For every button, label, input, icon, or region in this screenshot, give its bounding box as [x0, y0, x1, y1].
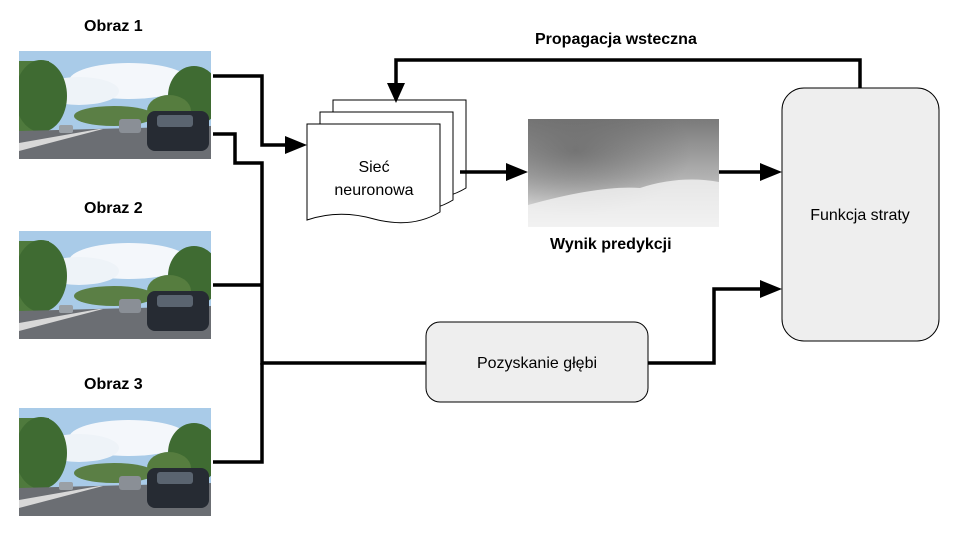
arrowhead-backprop	[387, 83, 405, 103]
connector-image3-depth	[213, 363, 264, 464]
connector-image1-network	[213, 74, 290, 147]
depth-label: Pozyskanie głębi	[477, 355, 597, 372]
arrowhead-prediction-in	[506, 163, 528, 181]
input-image-2	[19, 231, 211, 339]
loss-label: Funkcja straty	[810, 207, 910, 224]
input-label-3: Obraz 3	[84, 376, 143, 393]
network-label-line2: neuronowa	[334, 182, 413, 199]
backprop-label: Propagacja wsteczna	[535, 31, 697, 48]
connector-image1-depth	[213, 132, 426, 365]
connector-backprop	[394, 58, 862, 88]
input-label-2: Obraz 2	[84, 200, 143, 217]
network-label-line1: Sieć	[358, 159, 389, 176]
neural-network-node: Sieć neuronowa	[306, 99, 467, 224]
arrowhead-loss-in-bottom	[760, 280, 782, 298]
loss-function-box: Funkcja straty	[781, 87, 940, 342]
connector-depth-loss	[648, 287, 764, 365]
prediction-label: Wynik predykcji	[550, 236, 672, 253]
input-image-3	[19, 408, 211, 516]
arrowhead-loss-in-top	[760, 163, 782, 181]
depth-acquisition-box: Pozyskanie głębi	[425, 321, 649, 403]
input-image-1	[19, 51, 211, 159]
prediction-image	[528, 119, 719, 227]
input-label-1: Obraz 1	[84, 18, 143, 35]
arrowhead-network-in	[285, 136, 307, 154]
